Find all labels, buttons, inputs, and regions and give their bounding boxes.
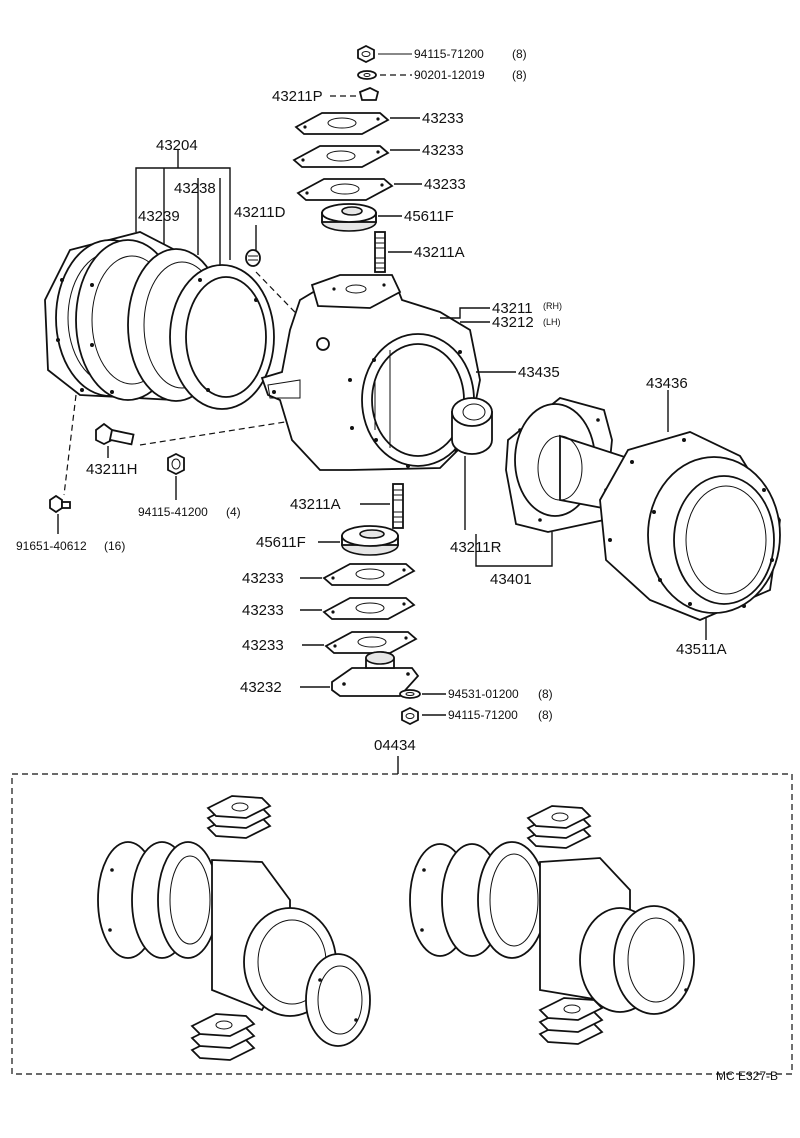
label-washer-top: 90201-12019 xyxy=(414,68,485,82)
label-shim-3: 43233 xyxy=(424,176,466,193)
upper-bearing xyxy=(321,203,377,232)
label-knuckle-lh: 43212 xyxy=(492,314,534,331)
label-43211H: 43211H xyxy=(86,461,137,478)
label-kit: 04434 xyxy=(374,737,416,754)
kit-right-shim-stack-bottom xyxy=(538,997,604,1045)
label-seal-set: 43204 xyxy=(156,137,198,154)
label-43211D: 43211D xyxy=(234,204,286,221)
guide-line xyxy=(63,394,77,496)
shim-plate-1 xyxy=(294,112,390,135)
shim-plate-4 xyxy=(322,563,416,586)
label-footer-code: MC E327-B xyxy=(716,1069,778,1083)
label-43239: 43239 xyxy=(138,208,180,225)
label-43435: 43435 xyxy=(518,364,560,381)
label-shim-1: 43233 xyxy=(422,110,464,127)
label-rh: (RH) xyxy=(543,301,562,311)
label-washer-bottom: 94531-01200 xyxy=(448,687,519,701)
label-washer-bottom-qty: (8) xyxy=(538,687,553,701)
label-nut-mid: 94115-41200 xyxy=(138,505,208,519)
shim-plate-3 xyxy=(296,178,394,201)
hex-bolt xyxy=(95,422,135,446)
small-bolt xyxy=(49,494,71,514)
top-washer xyxy=(357,70,377,80)
shim-plate-6 xyxy=(324,631,418,654)
label-nut-top-qty: (8) xyxy=(512,47,527,61)
shim-plate-5 xyxy=(322,597,416,620)
label-bearing-bottom: 45611F xyxy=(256,534,306,551)
label-43211P: 43211P xyxy=(272,88,323,105)
label-nut-mid-qty: (4) xyxy=(226,505,241,519)
label-knuckle-rh: 43211 xyxy=(492,300,533,317)
cone-washer xyxy=(358,87,380,101)
label-nut-top: 94115-71200 xyxy=(414,47,484,61)
retainer-ring xyxy=(169,264,275,410)
label-bolt-qty: (16) xyxy=(104,539,125,553)
label-nut-bottom: 94115-71200 xyxy=(448,708,518,722)
label-43238: 43238 xyxy=(174,180,216,197)
kit-left-knuckle xyxy=(97,841,371,1047)
knuckle-arm xyxy=(331,651,420,697)
top-nut xyxy=(357,44,375,64)
axle-hub xyxy=(599,431,781,621)
lower-stud xyxy=(392,483,404,529)
label-stud-bottom: 43211A xyxy=(290,496,341,513)
lower-bearing xyxy=(341,525,399,556)
label-bolt: 91651-40612 xyxy=(16,539,87,553)
kit-right-shim-stack-top xyxy=(526,805,592,849)
bracket-line xyxy=(475,532,553,567)
mid-nut xyxy=(167,452,185,476)
kit-left-shim-stack-top xyxy=(206,795,272,839)
label-43436: 43436 xyxy=(646,375,688,392)
kit-boundary xyxy=(11,773,793,1075)
bushing xyxy=(451,397,493,455)
shim-plate-2 xyxy=(292,145,390,168)
label-43401: 43401 xyxy=(490,571,532,588)
label-washer-top-qty: (8) xyxy=(512,68,527,82)
label-shim-6: 43233 xyxy=(242,637,284,654)
steering-knuckle xyxy=(260,274,481,471)
guide-line xyxy=(255,271,321,339)
label-lh: (LH) xyxy=(543,317,561,327)
label-nut-bottom-qty: (8) xyxy=(538,708,553,722)
kit-left-shim-stack-bottom xyxy=(190,1013,256,1061)
leader-line xyxy=(440,307,490,319)
breather-plug xyxy=(245,249,261,267)
kit-right-knuckle xyxy=(409,841,695,1015)
label-shim-4: 43233 xyxy=(242,570,284,587)
bottom-washer xyxy=(399,689,421,699)
label-arm: 43232 xyxy=(240,679,282,696)
guide-line xyxy=(139,417,311,446)
label-43511A: 43511A xyxy=(676,641,727,658)
label-bearing-top: 45611F xyxy=(404,208,454,225)
upper-stud xyxy=(374,231,386,273)
label-shim-2: 43233 xyxy=(422,142,464,159)
bracket-line xyxy=(135,167,231,260)
label-stud-top: 43211A xyxy=(414,244,465,261)
label-shim-5: 43233 xyxy=(242,602,284,619)
bottom-nut xyxy=(401,706,419,726)
